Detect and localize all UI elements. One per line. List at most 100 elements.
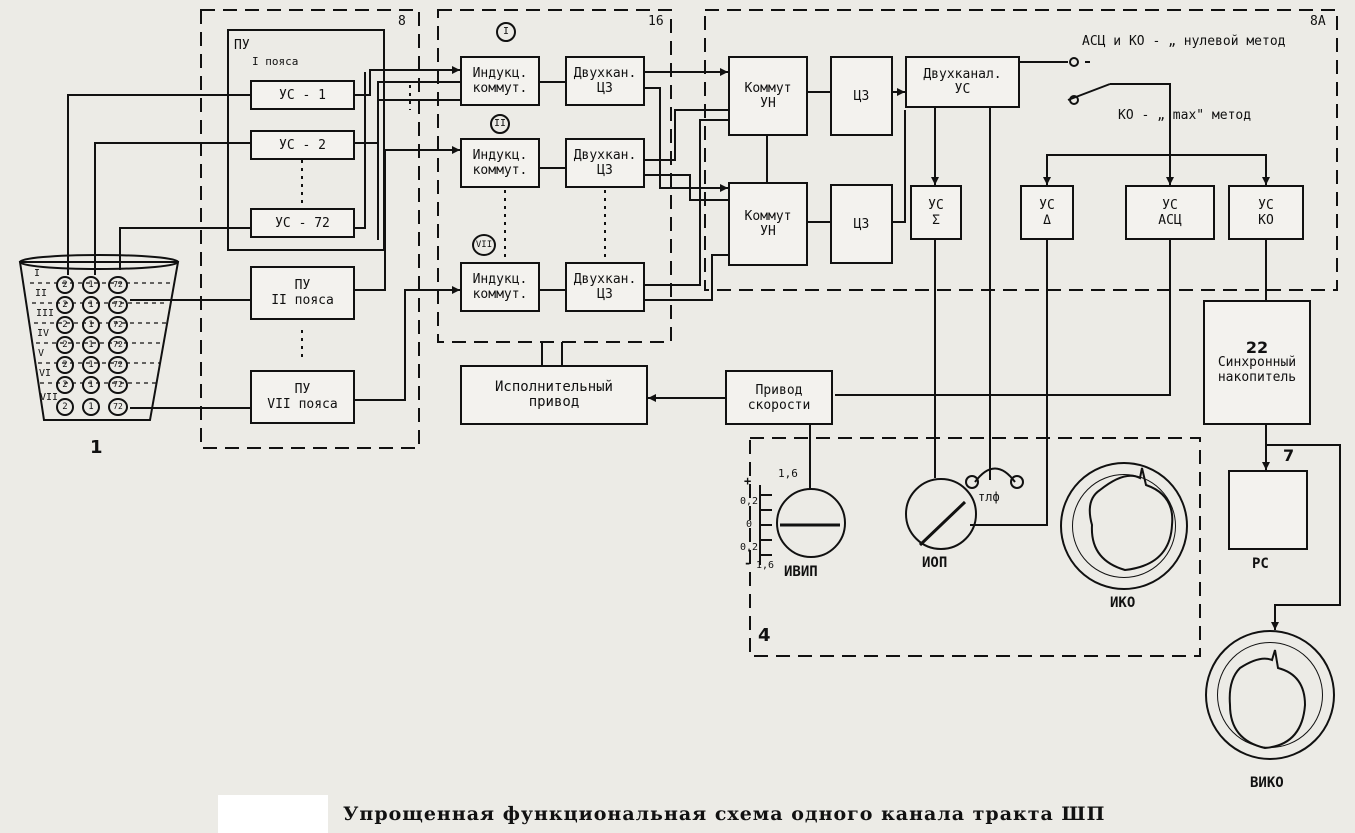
antenna-element: 2 — [56, 336, 74, 354]
antenna-element: 2 — [56, 276, 74, 294]
komm-line1: Коммут — [744, 209, 792, 224]
antenna-element: 1 — [82, 336, 100, 354]
antenna-element: 2 — [56, 296, 74, 314]
us-72-block: УС - 72 — [250, 208, 355, 238]
gauge-minus: - — [744, 556, 752, 570]
rs-recorder — [1228, 470, 1308, 550]
pu1-subtitle: I пояса — [252, 55, 299, 68]
sync-line1: Синхронный — [1217, 355, 1297, 370]
belt-label: IV — [37, 328, 50, 339]
headphone-right-icon — [1010, 475, 1024, 489]
us-delta-line1: УС — [1039, 197, 1055, 213]
tlf-label: тлф — [978, 490, 1000, 504]
antenna-element: 2 — [56, 376, 74, 394]
dual-cz-7: Двухкан.ЦЗ — [565, 262, 645, 312]
antenna-element: 72 — [108, 336, 128, 354]
ind-commut-2: Индукц.коммут. — [460, 138, 540, 188]
komm-line2: УН — [760, 96, 776, 111]
gauge-tick: 0,2 — [740, 496, 759, 507]
belt-label: III — [36, 308, 55, 319]
actuator-line2: привод — [528, 394, 580, 410]
cz-label: ЦЗ — [853, 216, 870, 232]
gauge-tick: 0,2 — [740, 542, 759, 553]
pu-7-block: ПУ VII пояса — [250, 370, 355, 424]
ivip-label: ИВИП — [784, 564, 818, 580]
ivip-gauge — [776, 488, 846, 558]
dual-cz-1: Двухкан.ЦЗ — [565, 56, 645, 106]
antenna-number: 1 — [90, 437, 103, 458]
ind-line1: Индукц. — [472, 272, 528, 287]
dual-line1: Двухкан. — [573, 272, 637, 287]
antenna-element: 72 — [108, 356, 128, 374]
dual-line1: Двухкан. — [573, 66, 637, 81]
us-ko-line2: КО — [1258, 212, 1274, 228]
antenna-element: 2 — [56, 398, 74, 416]
antenna-element: 1 — [82, 398, 100, 416]
ind-commut-1: Индукц.коммут. — [460, 56, 540, 106]
belt-label: II — [35, 288, 48, 299]
belt-label: I — [34, 268, 41, 279]
antenna-element: 72 — [108, 398, 128, 416]
belt-label: VI — [39, 368, 52, 379]
antenna-element: 1 — [82, 316, 100, 334]
cz-label: ЦЗ — [853, 88, 870, 104]
rack-16-number: 16 — [648, 14, 664, 29]
antenna-element: 1 — [82, 276, 100, 294]
pu-7-line1: ПУ — [294, 382, 311, 397]
antenna-top — [19, 254, 179, 270]
komm-line2: УН — [760, 224, 776, 239]
pu1-frame — [227, 29, 385, 251]
iko-screen-outer — [1060, 462, 1188, 590]
ind-commut-7: Индукц.коммут. — [460, 262, 540, 312]
gauge-tick: 1,6 — [756, 560, 775, 571]
gauge-tick-top: 1,6 — [778, 467, 798, 480]
max-method-label: КО - „ max" метод — [1118, 108, 1252, 123]
viko-screen-inner — [1217, 642, 1323, 748]
antenna-element: 72 — [108, 276, 128, 294]
iop-meter — [905, 478, 977, 550]
us-72-label: УС - 72 — [275, 215, 330, 231]
us-1-label: УС - 1 — [279, 87, 326, 103]
speed-line2: скорости — [747, 397, 811, 413]
null-method-label: АСЦ и КО - „ нулевой метод — [1082, 34, 1286, 49]
dual-line2: ЦЗ — [597, 287, 613, 302]
figure-caption: Упрощенная функциональная схема одного к… — [343, 803, 1106, 825]
caption-mask — [218, 795, 328, 833]
recorder-number: 7 — [1283, 446, 1295, 465]
marker-2: II — [490, 114, 510, 134]
us-asc-line2: АСЦ — [1158, 212, 1182, 228]
antenna-element: 1 — [82, 376, 100, 394]
us-sum-line1: УС — [928, 197, 944, 213]
antenna-body — [18, 261, 180, 421]
pu-2-line2: II пояса — [271, 293, 334, 308]
dual-us-line1: Двухканал. — [923, 67, 1002, 82]
belt-label: VII — [40, 392, 59, 403]
rack-8-number: 8 — [398, 14, 406, 29]
antenna-element: 2 — [56, 316, 74, 334]
us-sum-line2: Σ — [932, 212, 940, 228]
viko-label: ВИКО — [1250, 775, 1284, 791]
gauge-tick: 0 — [746, 519, 753, 530]
belt-label: V — [38, 348, 45, 359]
antenna-element: 72 — [108, 316, 128, 334]
dual-line1: Двухкан. — [573, 148, 637, 163]
iop-label: ИОП — [922, 555, 948, 571]
dual-line2: ЦЗ — [597, 81, 613, 96]
antenna-element: 1 — [82, 356, 100, 374]
antenna-element: 1 — [82, 296, 100, 314]
ind-line2: коммут. — [472, 287, 528, 302]
rack-8a-number: 8А — [1310, 14, 1326, 29]
pu1-title: ПУ — [234, 38, 250, 53]
gauge-plus: + — [744, 474, 752, 488]
dual-us-line2: УС — [954, 82, 971, 97]
pu-2-line1: ПУ — [294, 278, 311, 293]
